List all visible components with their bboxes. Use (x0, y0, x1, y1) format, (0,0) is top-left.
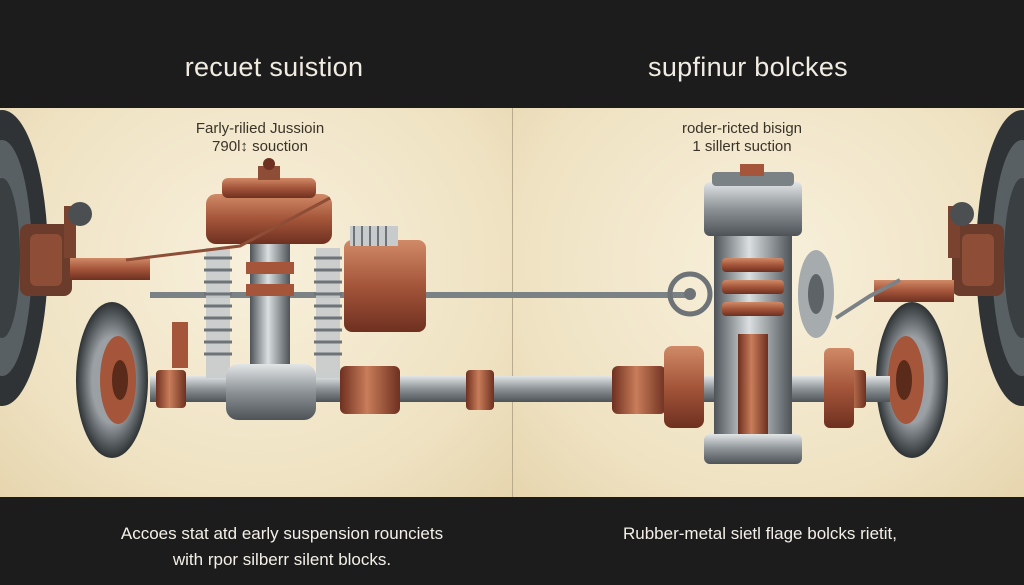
right-subtitle-line2: 1 sillert suction (692, 138, 792, 155)
right-title: supfinur bolckes (648, 52, 848, 82)
left-small-wheel (76, 302, 148, 458)
left-caption-line1: Accoes stat atd early suspension rouncie… (120, 524, 444, 543)
top-band (0, 0, 1024, 108)
panel-divider (512, 108, 513, 497)
right-hub-bracket (874, 202, 1004, 302)
right-small-wheel (876, 302, 948, 458)
left-subtitle-line2: 790l↕ souction (212, 138, 308, 155)
bottom-band (0, 497, 1024, 585)
right-caption-line1: Rubber-metal sietl flage bolcks rietit, (622, 524, 897, 543)
suspension-illustration (0, 110, 1024, 464)
right-suspension-assembly (664, 164, 901, 464)
right-subtitle: roder-ricted bisign 1 sillert suction (612, 120, 872, 156)
left-title: recuet suistion (184, 52, 364, 82)
left-subtitle: Farly-rilied Jussioin 790l↕ souction (150, 120, 370, 156)
right-caption: Rubber-metal sietl flage bolcks rietit, (560, 521, 960, 547)
left-subtitle-line1: Farly-rilied Jussioin (195, 120, 325, 137)
left-caption: Accoes stat atd early suspension rouncie… (72, 521, 492, 573)
right-subtitle-line1: roder-ricted bisign (681, 120, 803, 137)
left-hub-bracket (20, 202, 150, 296)
left-caption-line2: with rpor silberr silent blocks. (172, 550, 392, 569)
left-suspension-assembly (125, 158, 426, 420)
